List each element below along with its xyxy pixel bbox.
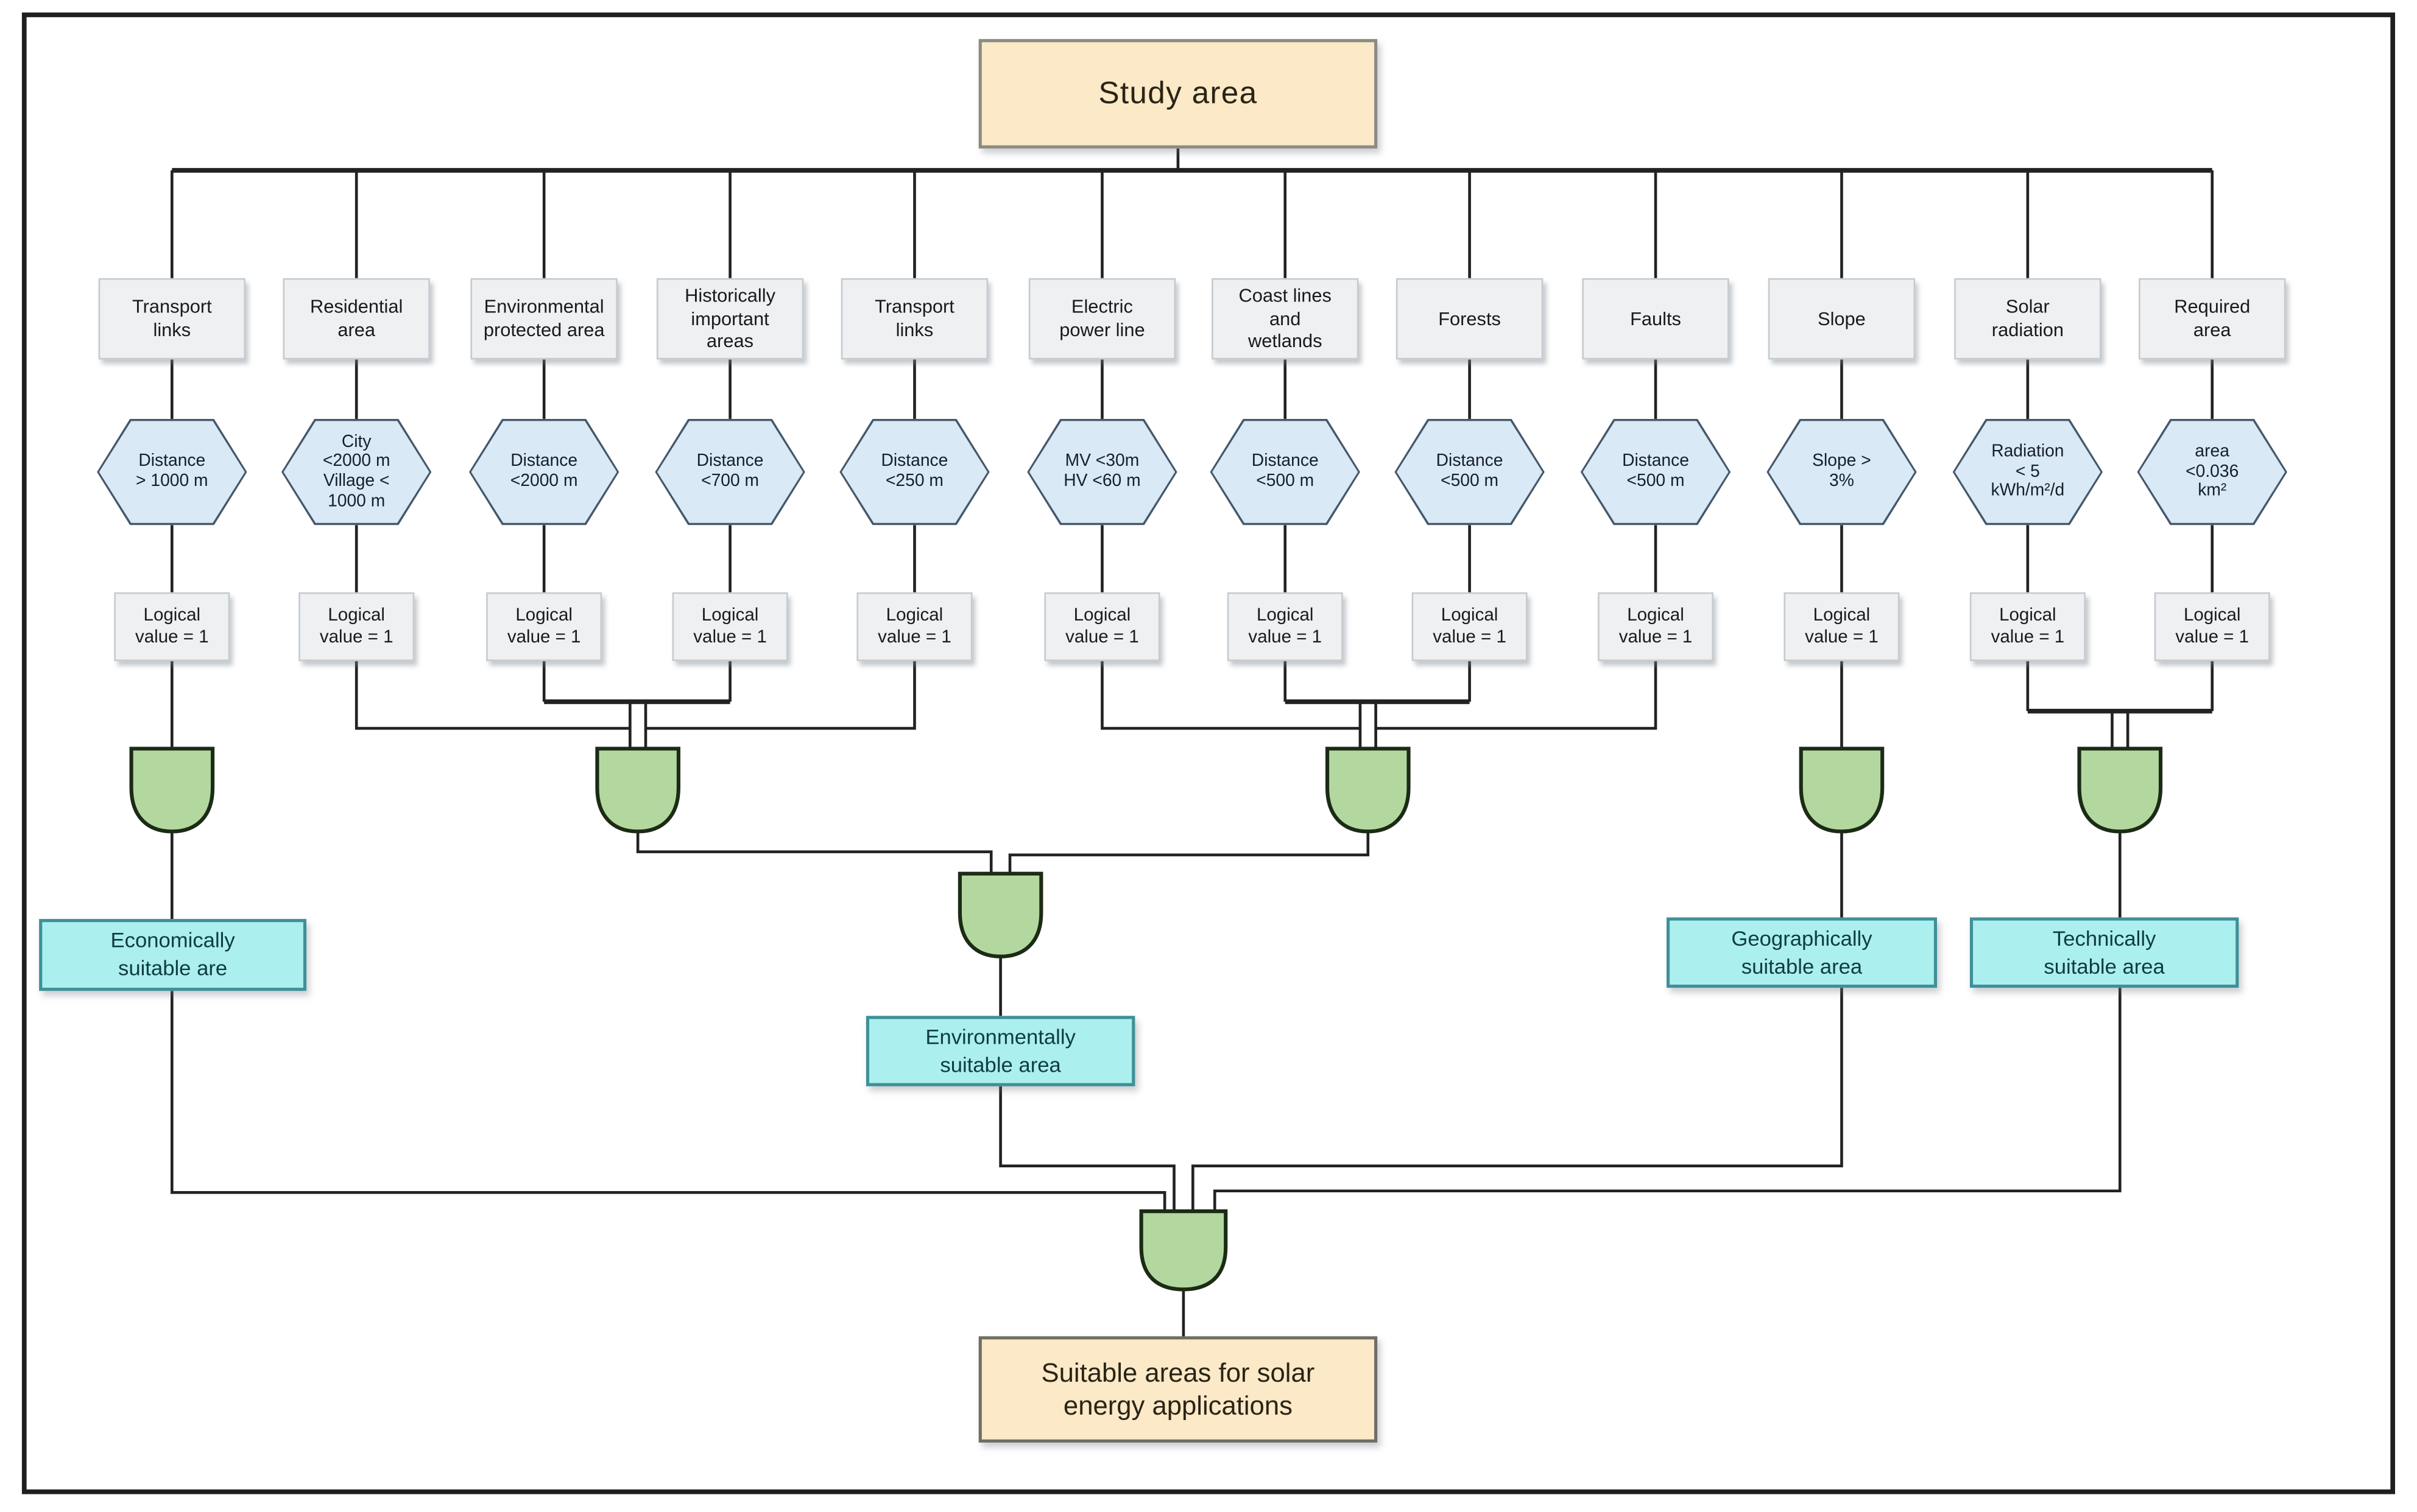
and-gate-economic [129,747,215,834]
logical-value-box-1: Logical value = 1 [114,592,230,661]
criterion-header-12: Required area [2139,278,2286,360]
study-area-box: Study area [978,39,1378,149]
logical-value-box-11: Logical value = 1 [1969,592,2086,661]
condition-hexagon-2: City <2000 m Village < 1000 m [281,418,432,526]
criterion-header-3: Environmental protected area [470,278,618,360]
condition-hexagon-5: Distance <250 m [839,418,990,526]
criterion-header-11: Solar radiation [1954,278,2101,360]
condition-hexagon-3: Distance <2000 m [468,418,619,526]
logical-value-box-10: Logical value = 1 [1784,592,1900,661]
economically-suitable-box: Economically suitable are [39,919,307,991]
condition-hexagon-12: area <0.036 km² [2137,418,2287,526]
hexagon-label: Radiation < 5 kWh/m²/d [1991,442,2065,501]
hexagon-fill [1212,421,1358,523]
hexagon-label: Distance <500 m [1251,452,1319,491]
hexagon-fill [1396,421,1543,523]
hexagon-fill [1768,421,1915,523]
geographically-suitable-box: Geographically suitable area [1666,917,1938,988]
condition-hexagon-1: Distance > 1000 m [97,418,247,526]
criterion-header-5: Transport links [841,278,989,360]
condition-hexagon-8: Distance <500 m [1394,418,1545,526]
hexagon-label: Distance <250 m [881,452,948,491]
condition-hexagon-9: Distance <500 m [1580,418,1731,526]
criterion-header-2: Residential area [283,278,430,360]
hexagon-fill [1583,421,1729,523]
hexagon-label: Distance <700 m [696,452,764,491]
hexagon-fill [2139,421,2285,523]
and-gate-final [1139,1209,1228,1292]
condition-hexagon-6: MV <30m HV <60 m [1027,418,1177,526]
logical-value-box-5: Logical value = 1 [856,592,973,661]
logical-value-box-6: Logical value = 1 [1044,592,1160,661]
hexagon-label: Distance <500 m [1622,452,1689,491]
technically-suitable-box: Technically suitable area [1969,917,2239,988]
environmentally-suitable-box: Environmentally suitable area [866,1016,1135,1086]
hexagon-label: Distance > 1000 m [136,452,208,491]
logical-value-box-7: Logical value = 1 [1227,592,1343,661]
hexagon-fill [471,421,617,523]
logical-value-box-3: Logical value = 1 [486,592,602,661]
wire-thin [171,148,2214,1337]
hexagon-fill [657,421,803,523]
and-gate-group-left [595,747,680,834]
and-gate-environmental [958,871,1043,958]
logical-value-box-8: Logical value = 1 [1411,592,1528,661]
hexagon-fill [841,421,988,523]
and-gate-group-right [1325,747,1411,834]
hexagon-label: Distance <2000 m [510,452,578,491]
and-gate-technical [2077,747,2163,834]
hexagon-label: City <2000 m Village < 1000 m [322,432,390,511]
hexagon-fill [1029,421,1176,523]
condition-hexagon-7: Distance <500 m [1210,418,1360,526]
hexagon-fill [1955,421,2101,523]
hexagon-label: Distance <500 m [1436,452,1503,491]
and-gate-slope [1799,747,1885,834]
wire-bus [172,167,2212,714]
result-box: Suitable areas for solar energy applicat… [978,1336,1378,1443]
criterion-header-6: Electric power line [1028,278,1176,360]
logical-value-box-2: Logical value = 1 [298,592,415,661]
logical-value-box-12: Logical value = 1 [2154,592,2270,661]
logical-value-box-4: Logical value = 1 [672,592,788,661]
hexagon-label: Slope > 3% [1812,452,1871,491]
criterion-header-1: Transport links [98,278,245,360]
condition-hexagon-4: Distance <700 m [655,418,805,526]
criterion-header-10: Slope [1768,278,1916,360]
hexagon-label: MV <30m HV <60 m [1064,452,1141,491]
diagram-frame [21,12,2396,1494]
hexagon-fill [99,421,245,523]
criterion-header-7: Coast lines and wetlands [1212,278,1359,360]
logical-value-box-9: Logical value = 1 [1598,592,1713,661]
criterion-header-8: Forests [1396,278,1544,360]
hexagon-fill [283,421,429,523]
criterion-header-4: Historically important areas [656,278,804,360]
condition-hexagon-11: Radiation < 5 kWh/m²/d [1952,418,2103,526]
criterion-header-9: Faults [1582,278,1729,360]
condition-hexagon-10: Slope > 3% [1766,418,1917,526]
hexagon-label: area <0.036 km² [2186,442,2239,501]
